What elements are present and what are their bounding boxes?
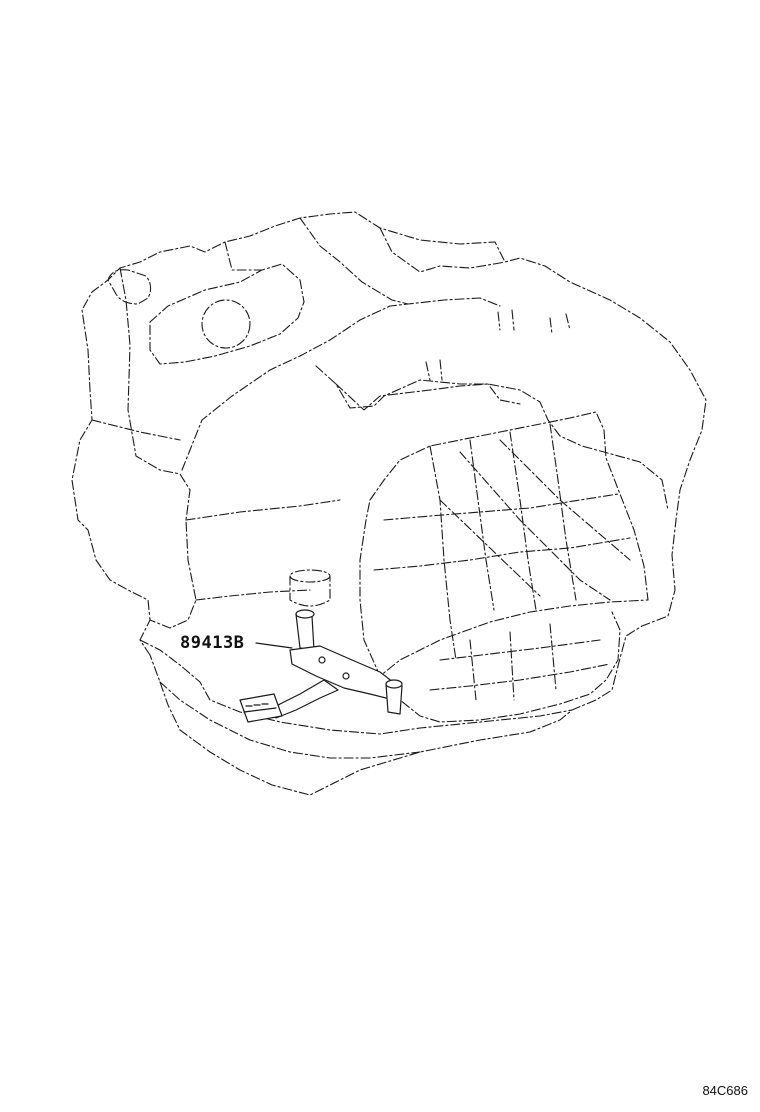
upper-left-bore [201,299,251,349]
oil-pan-body [379,611,621,723]
control-housing-grid-b [373,493,631,571]
sensor-post-top [295,609,315,619]
upper-housing-top [224,217,409,305]
lower-housing-lines [91,419,341,601]
upper-left-flange [149,263,305,365]
valve-body-riser [425,309,571,381]
diagram-code: 84C686 [702,1083,748,1098]
stub-top [289,569,331,583]
callout-leader-line [255,642,293,649]
sensor-bolt-hole [318,656,326,664]
control-housing-grid-a [429,423,577,661]
upper-body-ridge [379,227,506,273]
stub-body [289,575,331,607]
oil-pan-ribs [429,623,611,701]
lower-pan-edge [159,681,421,759]
sensor-post [295,613,315,651]
left-boss [107,269,152,305]
main-body-diagonal [181,297,501,471]
part-number-label[interactable]: 89413B [180,633,245,653]
left-end-cover [119,267,197,629]
valve-body-top [335,383,669,511]
control-housing-diagonals [439,439,631,601]
lower-pan-flange [139,639,573,735]
sensor-connector-pins [243,703,277,713]
valve-body-upper-block [315,365,521,409]
sensor-connector [239,693,283,723]
sensor-arm [271,679,339,719]
control-housing [359,411,649,677]
sensor-bolt-hole-2 [342,672,350,680]
sensor-right-post-top [385,679,403,689]
